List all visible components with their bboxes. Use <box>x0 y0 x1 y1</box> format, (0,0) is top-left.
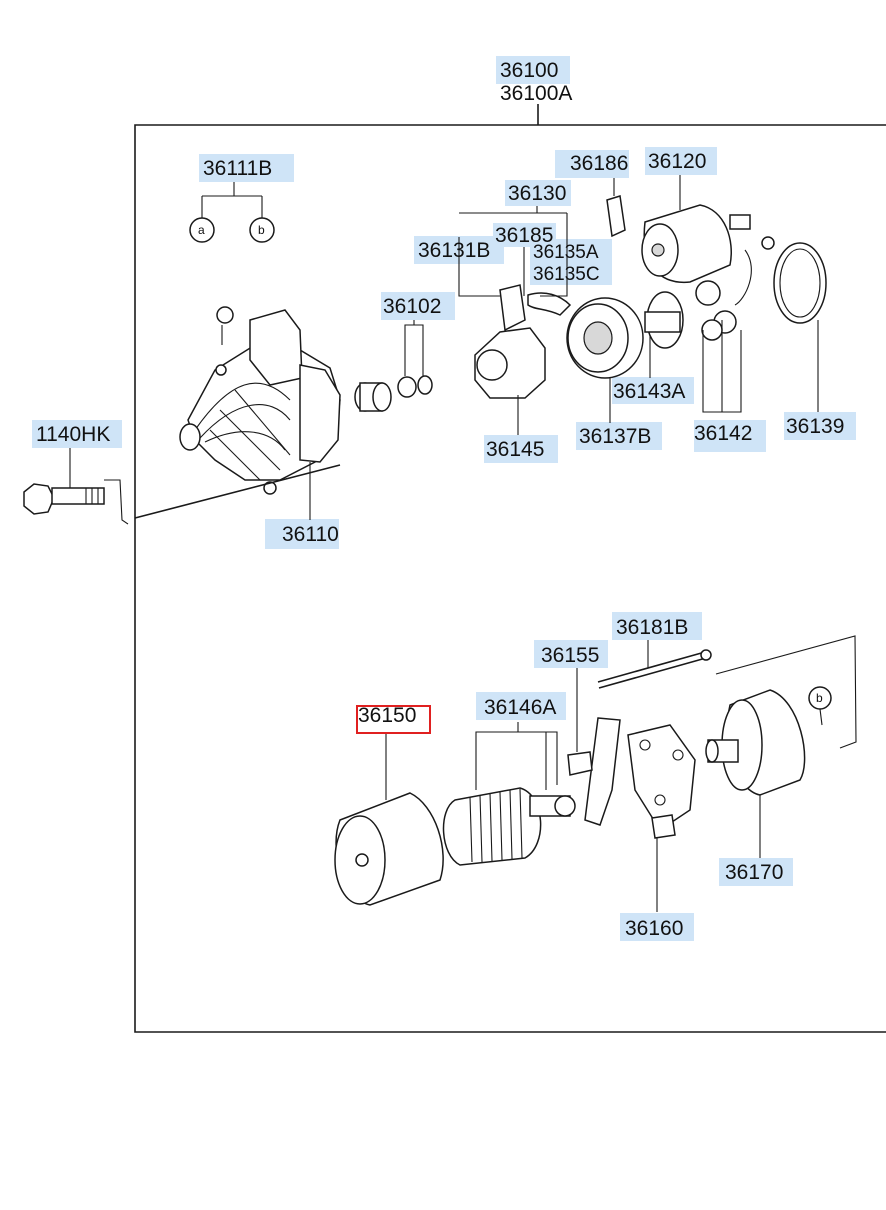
callout-36155[interactable]: 36155 <box>541 644 599 667</box>
selected-part-highlight <box>356 705 431 734</box>
marker-group-36111B: a b <box>189 182 275 243</box>
through-bolt-icon <box>597 635 857 749</box>
callout-36146A[interactable]: 36146A <box>484 696 556 719</box>
callout-36135C[interactable]: 36135C <box>533 264 600 285</box>
planet-gears-icon <box>695 280 742 413</box>
callout-36137B[interactable]: 36137B <box>579 425 651 448</box>
front-housing-icon <box>179 306 341 495</box>
armature-icon <box>442 722 576 866</box>
marker-b-rear-label: b <box>816 691 823 705</box>
callout-36170[interactable]: 36170 <box>725 861 783 884</box>
callout-36150[interactable]: 36150 <box>358 704 416 727</box>
plate-icon <box>566 297 644 423</box>
callout-36142[interactable]: 36142 <box>694 422 752 445</box>
seal-icon <box>606 178 626 238</box>
callout-36135A[interactable]: 36135A <box>533 242 599 263</box>
callout-36111B[interactable]: 36111B <box>203 157 272 180</box>
marker-a-label: a <box>198 223 205 237</box>
callout-36139[interactable]: 36139 <box>786 415 844 438</box>
callout-36100A[interactable]: 36100A <box>500 82 572 105</box>
callout-36185[interactable]: 36185 <box>495 224 553 247</box>
assembly-frame <box>134 104 886 1033</box>
rear-cover-icon: b <box>705 686 832 858</box>
callout-1140HK[interactable]: 1140HK <box>36 423 110 446</box>
part-callouts: 36100 36100A 36111B 36186 36120 36130 36… <box>36 59 844 940</box>
yoke-icon <box>334 733 444 906</box>
pinion-gear-icon <box>458 206 572 435</box>
callout-36145[interactable]: 36145 <box>486 438 544 461</box>
callout-36131B[interactable]: 36131B <box>418 239 490 262</box>
marker-b-label: b <box>258 223 265 237</box>
callout-36120[interactable]: 36120 <box>648 150 706 173</box>
callout-36143A[interactable]: 36143A <box>613 380 685 403</box>
callout-36186[interactable]: 36186 <box>570 152 628 175</box>
solenoid-icon <box>641 175 775 306</box>
callout-36102[interactable]: 36102 <box>383 295 441 318</box>
marker-a-icon <box>189 217 215 243</box>
gasket-icon <box>773 242 827 412</box>
shaft-icon <box>644 291 684 378</box>
callout-36181B[interactable]: 36181B <box>616 616 688 639</box>
callout-36110[interactable]: 36110 <box>282 523 339 546</box>
callout-36100[interactable]: 36100 <box>500 59 558 82</box>
marker-b-icon <box>249 217 275 243</box>
bushing-icon <box>354 320 433 412</box>
label-highlights <box>32 56 856 941</box>
bolt-icon <box>23 448 341 525</box>
callout-36130[interactable]: 36130 <box>508 182 566 205</box>
brush-plate-icon <box>567 668 696 912</box>
callout-36160[interactable]: 36160 <box>625 917 683 940</box>
